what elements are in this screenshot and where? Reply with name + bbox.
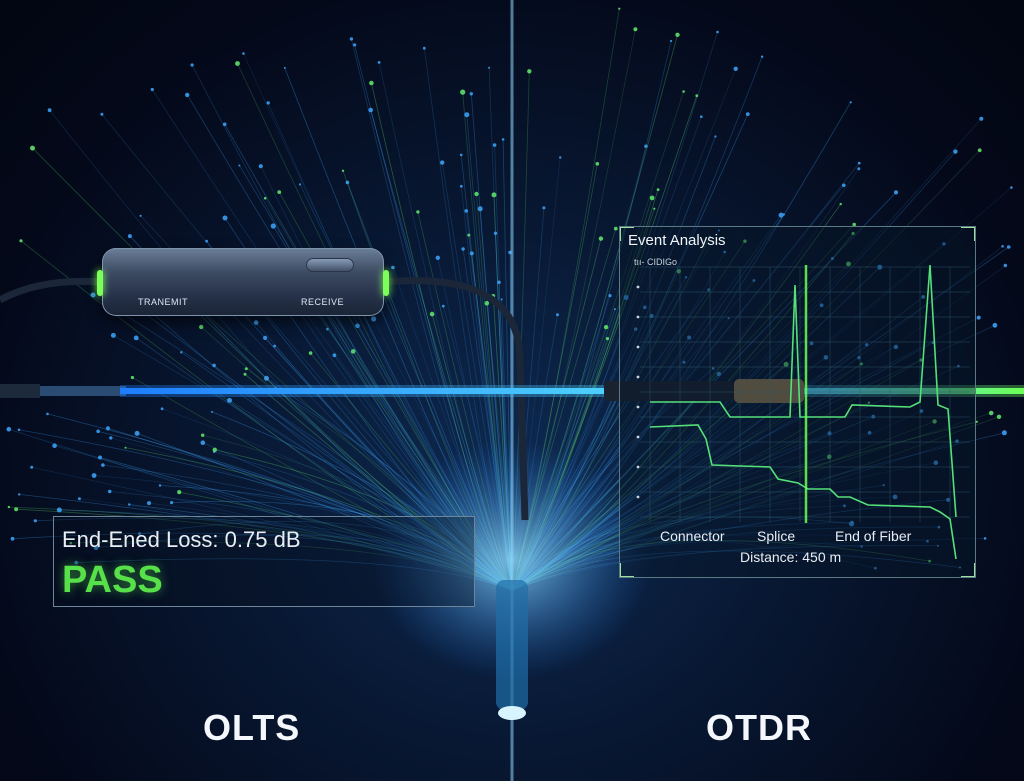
transmit-label: TRANEMIT <box>138 297 188 307</box>
ferrule-tip-glow <box>498 706 526 720</box>
olts-heading: OLTS <box>203 707 301 748</box>
event-label-connector: Connector <box>660 528 725 544</box>
light-beam <box>120 388 1024 394</box>
receive-label: RECEIVE <box>300 297 344 307</box>
fiber-connector <box>734 379 804 403</box>
olts-test-device: TRANEMIT RECEIVE <box>97 248 389 316</box>
distance-readout: Distance: 450 m <box>740 549 842 565</box>
otdr-heading: OTDR <box>706 707 812 748</box>
panel-title: Event Analysis <box>628 232 726 249</box>
trace-upper <box>650 264 957 518</box>
device-button <box>306 258 354 272</box>
device-indicator-left <box>97 270 103 296</box>
device-indicator-right <box>383 270 389 296</box>
otdr-event-panel: Event Analysis tıı- CIDIGo Connector Spl… <box>619 226 976 578</box>
panel-subtitle: tıı- CIDIGo <box>634 257 678 267</box>
event-label-end-of-fiber: End of Fiber <box>835 528 912 544</box>
fiber-ferrule <box>496 580 528 710</box>
otdr-trace-graph <box>620 227 975 577</box>
loss-readout: End-Ened Loss: 0.75 dB <box>62 527 301 552</box>
trace-lower <box>649 424 957 560</box>
pass-status: PASS <box>62 559 163 601</box>
event-label-splice: Splice <box>757 528 796 544</box>
olts-result-box: End-Ened Loss: 0.75 dB PASS <box>53 516 475 607</box>
